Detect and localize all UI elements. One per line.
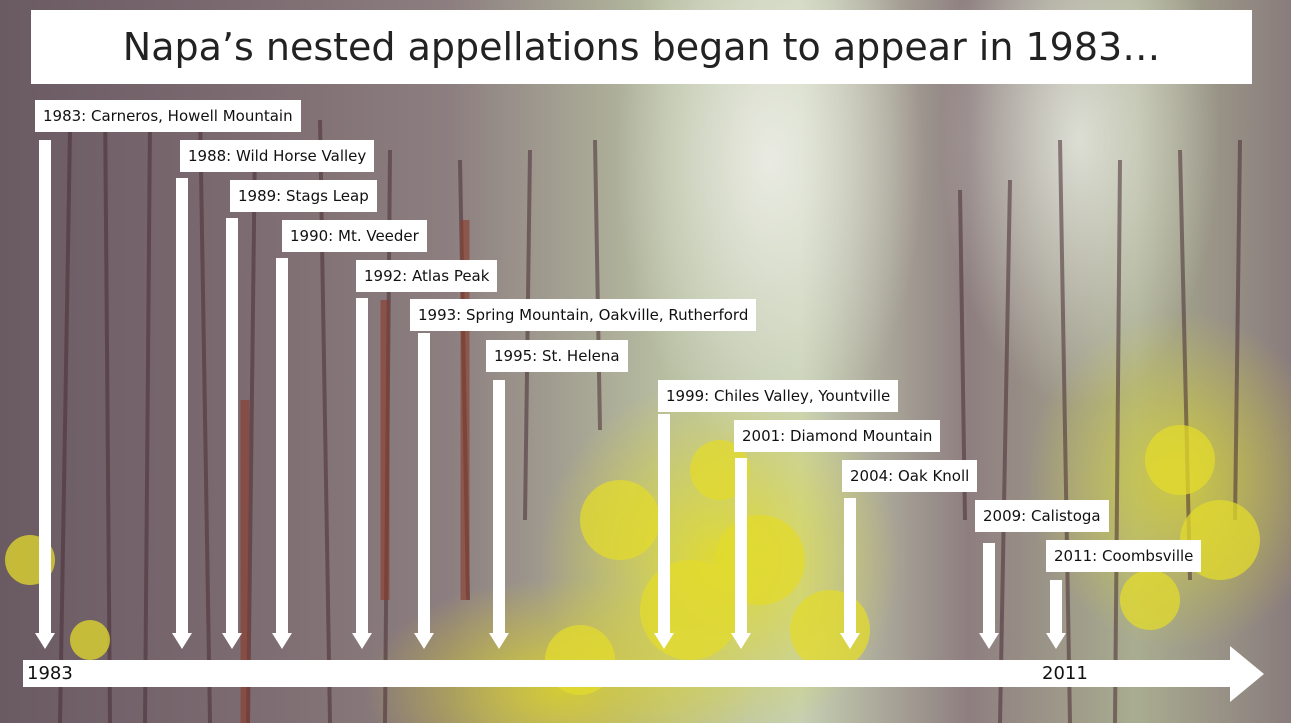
arrow-1990 (276, 258, 288, 633)
arrow-1995 (493, 380, 505, 633)
slide-title: Napa’s nested appellations began to appe… (122, 25, 1161, 69)
arrow-1993 (418, 333, 430, 633)
arrow-2011 (1050, 580, 1062, 633)
appellation-label-1999: 1999: Chiles Valley, Yountville (658, 380, 899, 412)
timeline-axis (23, 660, 1233, 687)
appellation-label-1995: 1995: St. Helena (486, 340, 628, 372)
appellation-label-1983: 1983: Carneros, Howell Mountain (35, 100, 301, 132)
title-box: Napa’s nested appellations began to appe… (31, 10, 1252, 84)
arrow-1999 (658, 414, 670, 633)
arrow-1988 (176, 178, 188, 633)
arrow-1989 (226, 218, 238, 633)
arrow-1983 (39, 140, 51, 633)
arrow-2001 (735, 458, 747, 633)
appellation-label-2001: 2001: Diamond Mountain (734, 420, 941, 452)
appellation-label-1990: 1990: Mt. Veeder (282, 220, 427, 252)
appellation-label-1988: 1988: Wild Horse Valley (180, 140, 375, 172)
appellation-label-2011: 2011: Coombsville (1046, 540, 1202, 572)
appellation-label-2009: 2009: Calistoga (975, 500, 1109, 532)
axis-start-label: 1983 (27, 663, 73, 684)
appellation-label-1989: 1989: Stags Leap (230, 180, 377, 212)
arrow-2009 (983, 543, 995, 633)
appellation-label-1992: 1992: Atlas Peak (356, 260, 498, 292)
timeline-arrowhead (1230, 646, 1264, 702)
appellation-label-2004: 2004: Oak Knoll (842, 460, 978, 492)
axis-end-label: 2011 (1042, 663, 1088, 684)
arrow-1992 (356, 298, 368, 633)
appellation-label-1993: 1993: Spring Mountain, Oakville, Rutherf… (410, 299, 757, 331)
arrow-2004 (844, 498, 856, 633)
